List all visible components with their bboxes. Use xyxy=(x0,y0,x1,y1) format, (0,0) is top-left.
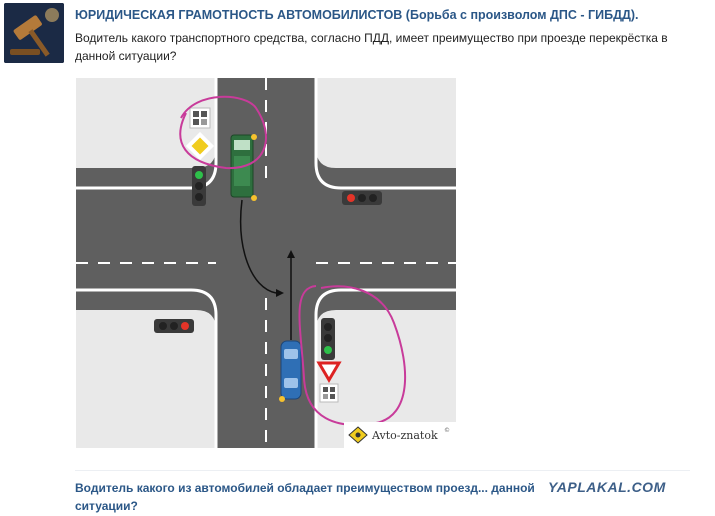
image-credit-mark: © xyxy=(444,427,450,434)
blue-car xyxy=(279,340,302,402)
traffic-light-icon xyxy=(321,318,335,360)
separator xyxy=(75,470,690,471)
group-title-link[interactable]: ЮРИДИЧЕСКАЯ ГРАМОТНОСТЬ АВТОМОБИЛИСТОВ (… xyxy=(75,8,639,22)
image-credit: Avto-znatok xyxy=(371,429,438,442)
traffic-light-icon xyxy=(342,191,382,205)
intersection-image[interactable]: Avto-znatok © xyxy=(76,78,456,448)
gavel-icon xyxy=(4,3,64,63)
related-post-link[interactable]: Водитель какого из автомобилей обладает … xyxy=(75,481,535,513)
group-avatar[interactable] xyxy=(4,3,64,63)
traffic-light-icon xyxy=(192,166,206,206)
main-road-sign-icon xyxy=(319,383,339,403)
yield-sign-icon xyxy=(316,361,342,383)
post-question-text: Водитель какого транспортного средства, … xyxy=(75,31,668,63)
site-watermark: YAPLAKAL.COM xyxy=(548,479,666,495)
traffic-light-icon xyxy=(154,319,194,333)
avto-znatok-logo-icon xyxy=(348,426,368,444)
